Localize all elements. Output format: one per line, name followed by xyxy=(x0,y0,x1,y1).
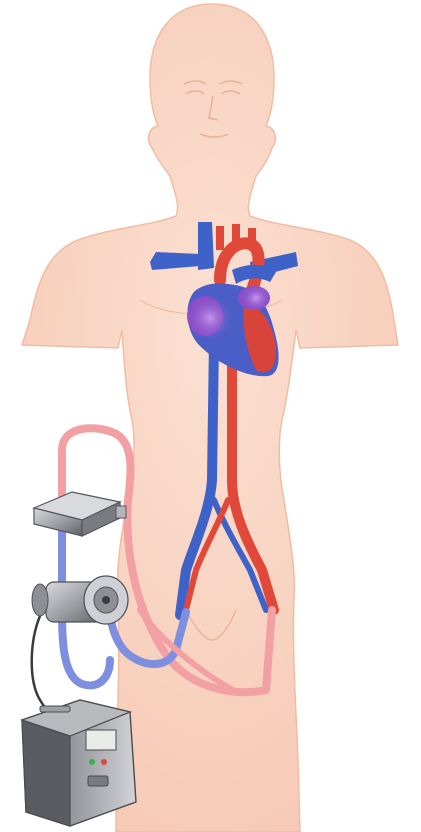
console-handle xyxy=(40,706,70,712)
drive-console xyxy=(22,700,136,826)
oxygenator xyxy=(0,492,126,536)
heart-highlight xyxy=(188,296,232,340)
oxygenator-port xyxy=(116,506,126,518)
heart-highlight-2 xyxy=(240,284,272,312)
console-led-red xyxy=(101,759,107,765)
arch-branch-3 xyxy=(248,228,256,250)
console-side xyxy=(22,720,70,826)
console-led-green xyxy=(89,759,95,765)
console-knob xyxy=(88,776,108,786)
arch-branch-1 xyxy=(216,226,224,250)
arch-branch-2 xyxy=(232,224,240,246)
pump-end-cap xyxy=(32,584,48,616)
centrifugal-pump xyxy=(32,576,128,624)
console-display xyxy=(86,730,116,750)
pump-hub xyxy=(102,596,110,604)
superior-vena-cava xyxy=(198,222,214,270)
